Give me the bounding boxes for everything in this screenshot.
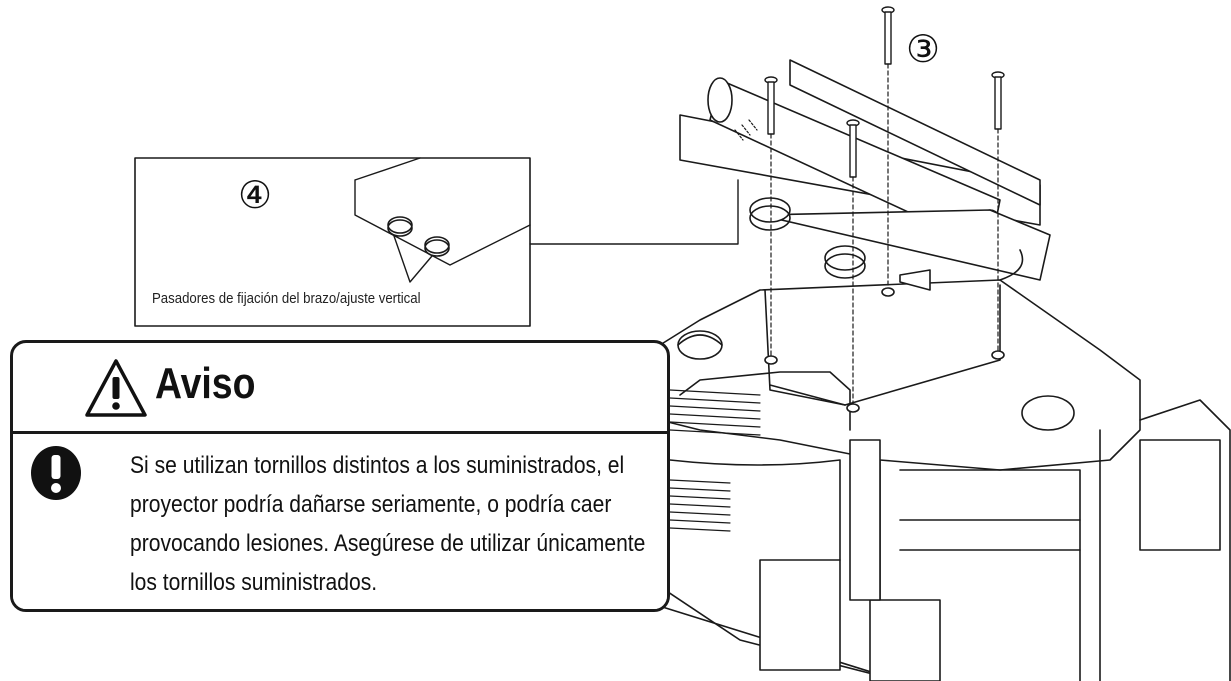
detail-caption: Pasadores de fijación del brazo/ajuste v… <box>152 290 421 307</box>
warning-body: Si se utilizan tornillos distintos a los… <box>13 434 667 609</box>
step-4-number: ④ <box>238 173 273 217</box>
screw-holes <box>764 287 1005 413</box>
projector-body <box>619 279 1231 681</box>
warning-text: Si se utilizan tornillos distintos a los… <box>130 452 646 596</box>
exclamation-circle-icon <box>31 446 81 500</box>
screw-guide-lines <box>770 63 999 406</box>
warning-triangle-icon <box>85 359 147 417</box>
warning-title: Aviso <box>155 359 256 408</box>
step-3-number: ③ <box>906 27 941 71</box>
warning-box: Aviso Si se utilizan tornillos distintos… <box>10 340 670 612</box>
warning-header: Aviso <box>13 343 667 434</box>
detail-inset <box>134 157 739 327</box>
